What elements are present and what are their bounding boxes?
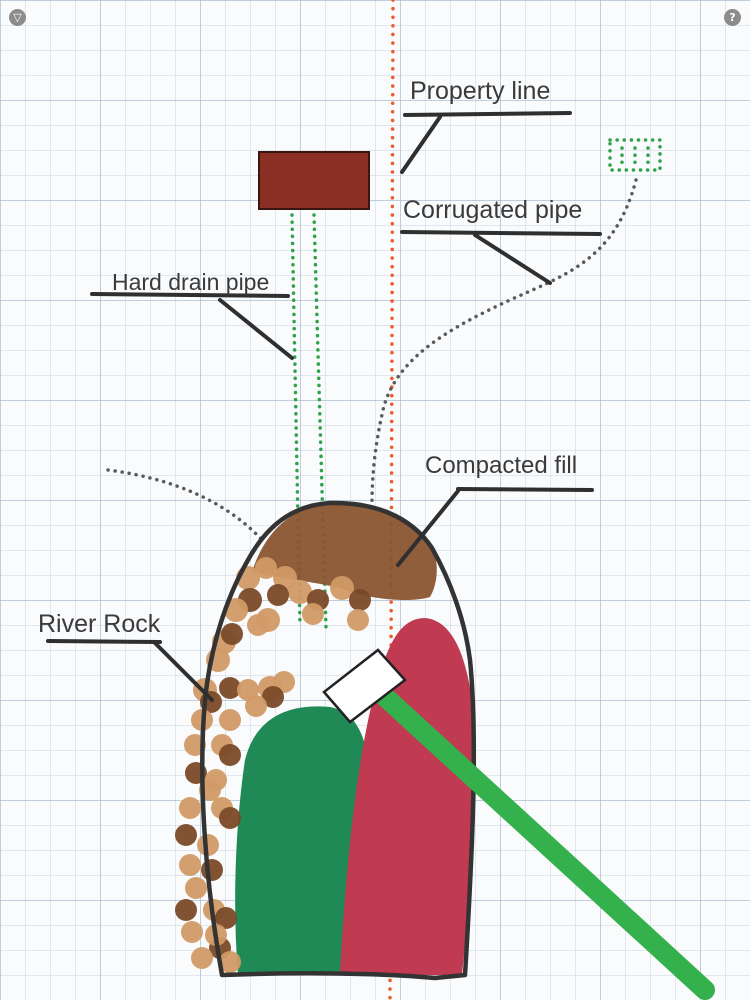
green-soil-mass xyxy=(235,706,368,975)
river-rock-pebble xyxy=(175,824,197,846)
river-rock-pebble xyxy=(175,899,197,921)
compacted-fill xyxy=(252,504,437,600)
river-rock-pebble xyxy=(201,859,223,881)
diagonal-drain-pipe xyxy=(360,673,715,1000)
river-rock-label: River Rock xyxy=(38,610,161,638)
corrugated-pipe-label: Corrugated pipe xyxy=(403,196,583,224)
river-rock-pebble xyxy=(219,744,241,766)
grade-line xyxy=(106,468,264,542)
dropdown-triangle-icon[interactable]: ▽ xyxy=(9,9,26,26)
river-rock-pebble xyxy=(197,834,219,856)
river-rock-pebble xyxy=(179,797,201,819)
river-rock-pebble xyxy=(255,557,277,579)
river-rock-pebble xyxy=(221,623,243,645)
river-rock-pebble xyxy=(219,677,241,699)
river-rock-pebble xyxy=(219,709,241,731)
river-rock-pebble xyxy=(205,769,227,791)
river-rock-pebble xyxy=(347,609,369,631)
pipe-fitting-diamond xyxy=(322,648,407,724)
river-rock-pebble xyxy=(273,566,297,590)
river-rock-pebble xyxy=(215,907,237,929)
property-line-label: Property line xyxy=(410,77,551,105)
river-rock-pebble xyxy=(219,807,241,829)
river-rock-pebble xyxy=(179,854,201,876)
hard-drain-pipe-label: Hard drain pipe xyxy=(112,269,270,295)
river-rock-pebble xyxy=(185,877,207,899)
river-rock-pebble xyxy=(181,921,203,943)
river-rock-pebble xyxy=(247,614,269,636)
downspout-box xyxy=(258,151,370,210)
leader-lines xyxy=(46,111,602,702)
corrugated-pipe-outlet xyxy=(608,138,662,172)
river-rock-pebble xyxy=(262,686,284,708)
river-rock-pebble xyxy=(191,947,213,969)
river-rock-pebble xyxy=(349,589,371,611)
river-rock-pebble xyxy=(330,576,354,600)
river-rock-pebble xyxy=(245,695,267,717)
river-rock-pebble xyxy=(219,951,241,973)
river-rock-pebble xyxy=(224,598,248,622)
compacted-fill-label: Compacted fill xyxy=(425,452,578,479)
red-soil-mass xyxy=(340,618,475,975)
help-icon[interactable]: ? xyxy=(724,9,741,26)
pit-outline xyxy=(200,500,477,981)
river-rock-pebble xyxy=(288,580,312,604)
river-rock-pebble xyxy=(302,603,324,625)
river-rock-pebble xyxy=(267,584,289,606)
